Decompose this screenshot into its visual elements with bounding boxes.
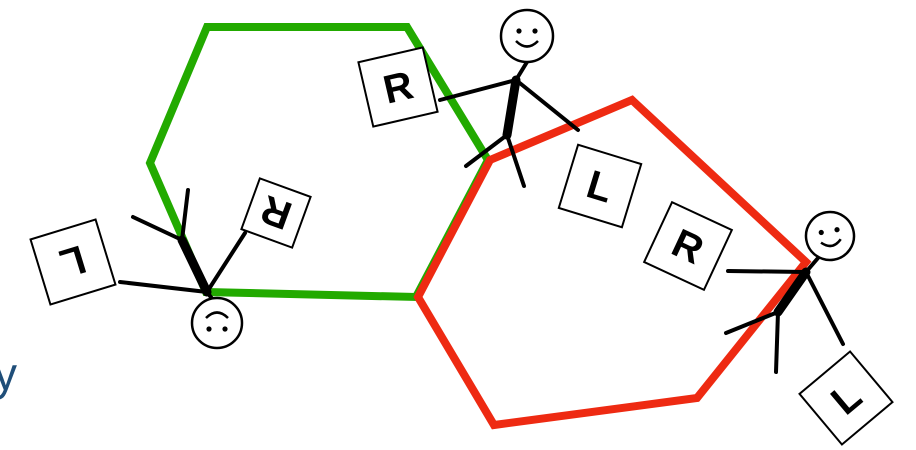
figure-2-r-box: R (358, 47, 437, 126)
figure-2-l-box: L (559, 145, 641, 227)
clipped-text-fragment: y (0, 348, 17, 400)
figure-1-body (182, 240, 207, 292)
figure-3-l-box: L (800, 352, 893, 445)
figure-2-arm-left (440, 80, 516, 100)
figure-3-r-box: R (644, 202, 732, 290)
figure-2-body (507, 80, 516, 135)
figure-3-leg-b (776, 312, 778, 372)
figure-1-leg-b (182, 190, 188, 240)
figure-2-arm-right (516, 80, 578, 130)
red-hexagon (418, 100, 806, 425)
figure-1-l-box: L (31, 220, 116, 305)
figure-1-r-box: R (241, 178, 310, 247)
figure-3-arm-right (806, 272, 843, 344)
figure-1-head (192, 298, 242, 348)
figure-1-arm-left (120, 282, 207, 292)
figure-3-head (802, 208, 858, 264)
figure-1-arm-right (207, 233, 245, 292)
stick-figure-2: R L (358, 10, 641, 227)
stick-figure-3: R L (644, 202, 892, 444)
figure-2-head (501, 10, 553, 62)
figure-3-arm-left (728, 271, 806, 272)
